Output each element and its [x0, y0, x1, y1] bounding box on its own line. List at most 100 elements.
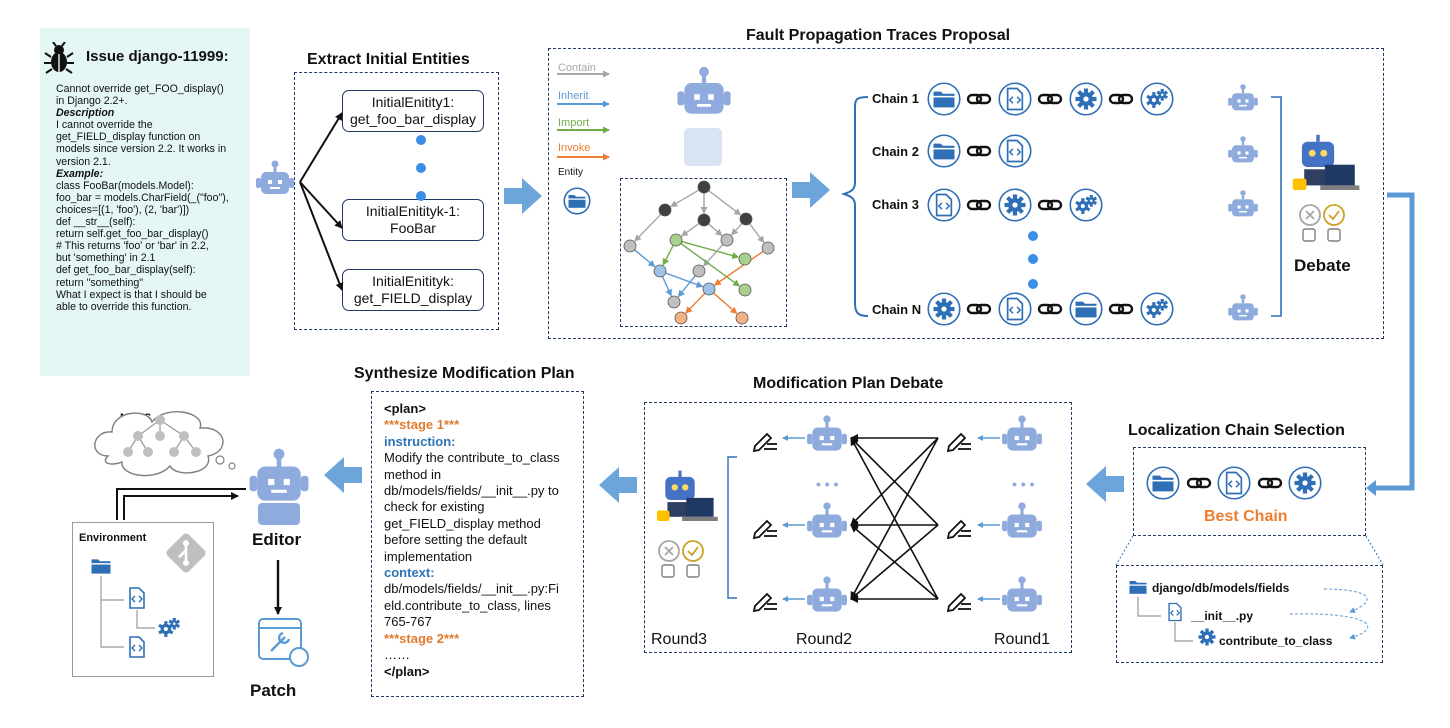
chain-link-icon — [1186, 477, 1212, 489]
folder-line — [91, 563, 111, 565]
plan-line: ***stage 2*** — [384, 630, 460, 646]
chain-link-icon — [1037, 303, 1063, 315]
code-badge — [289, 647, 309, 667]
link-ring — [1046, 303, 1063, 315]
gear-hole — [1151, 97, 1156, 103]
robot-ear — [1228, 149, 1233, 158]
graph-node — [653, 264, 667, 278]
chain-link-icon — [1108, 93, 1134, 105]
tree-node — [179, 431, 189, 441]
chains-brace — [840, 96, 869, 317]
robot-antenna-tip — [823, 502, 831, 510]
plan-line: ***stage 1*** — [384, 417, 460, 433]
entity-1-value: get_foo_bar_display — [349, 111, 477, 127]
chain-link-icon — [966, 145, 992, 157]
robot-eye — [1245, 151, 1249, 155]
folder-body — [1075, 305, 1097, 318]
robot-ear — [1002, 433, 1008, 445]
gears-icon — [1146, 89, 1169, 108]
code-brackets — [131, 595, 143, 603]
robot-head — [1007, 427, 1037, 451]
robot-head — [812, 588, 842, 612]
gear-tooth — [1089, 195, 1093, 200]
file-page — [1225, 471, 1243, 495]
graph-edge — [731, 222, 743, 236]
robot-arm — [656, 510, 670, 521]
debate-robot-laptop-icon — [1292, 134, 1360, 190]
issue-line: What I expect is that I should be — [56, 288, 207, 301]
pen-note-icon — [752, 432, 777, 453]
entity-box-2: InitialEnitityk-1: FooBar — [342, 199, 484, 241]
fault-to-selection-connector — [1376, 192, 1415, 491]
robot-head — [1007, 514, 1037, 538]
graph-edge — [634, 249, 656, 268]
folder-tab — [933, 143, 955, 149]
folder-body — [933, 95, 955, 108]
gear-tooth — [1012, 210, 1018, 216]
chain-robot-icon — [1228, 84, 1258, 111]
folder-line — [1075, 305, 1097, 308]
graph-node — [761, 241, 775, 255]
debate-plan-title: Modification Plan Debate — [753, 375, 944, 392]
ellipsis-dot — [416, 135, 426, 145]
entity-folder-icon — [568, 195, 586, 208]
robot-ear — [1228, 203, 1233, 212]
robot-mouth — [1239, 104, 1247, 107]
gear-tooth — [1205, 641, 1209, 646]
code-brackets — [131, 644, 143, 652]
gear-tooth — [941, 314, 947, 320]
graph-edge — [680, 242, 741, 287]
chain-1-label: Chain 1 — [872, 91, 919, 106]
pen-note-icon — [946, 432, 971, 453]
git-node — [183, 540, 189, 547]
round3-bracket — [727, 456, 737, 599]
folder-body — [1152, 479, 1174, 492]
graph-edge — [665, 272, 704, 288]
plan-line: instruction: — [384, 433, 456, 449]
robot-head — [1232, 93, 1254, 111]
path-function: contribute_to_class — [1219, 634, 1333, 648]
plan-line: db/models/fields/__init__.py:Fi — [384, 581, 559, 597]
robot-ear — [807, 433, 813, 445]
robot-ear — [1228, 307, 1233, 316]
robot-eye — [1014, 596, 1019, 602]
robot-mouth — [1239, 210, 1247, 213]
graph-box — [620, 178, 787, 327]
tree-branch — [1137, 597, 1161, 617]
best-code-file-icon — [1225, 471, 1243, 495]
best-chain-path-box — [1116, 565, 1383, 663]
folder-tab — [1129, 581, 1147, 586]
plus-box — [684, 128, 722, 166]
robot-eye — [1014, 435, 1019, 441]
plan-line: method in — [384, 466, 442, 482]
best-folder-icon — [1152, 475, 1174, 492]
gear-hole — [172, 622, 176, 626]
gear-tooth — [1160, 96, 1164, 101]
folder-icon — [933, 143, 955, 160]
issue-line: def get_foo_bar_display(self): — [56, 264, 196, 277]
robot-antenna-tip — [1018, 576, 1026, 584]
editor-robot-body — [258, 503, 300, 525]
round2-label: Round2 — [796, 631, 853, 648]
graph-edge — [708, 190, 742, 216]
issue-panel: Issue django-11999: Cannot override get_… — [40, 28, 250, 376]
environment-box — [72, 522, 214, 677]
graph-node — [738, 283, 752, 297]
extract-title: Extract Initial Entities — [307, 51, 470, 68]
round1-ellipsis: • • • — [1012, 476, 1035, 492]
code-brackets — [1169, 609, 1181, 616]
issue-line: version 2.1. — [56, 155, 111, 168]
debate-label: Debate — [1294, 256, 1351, 275]
robot-ear — [807, 520, 813, 532]
legend-entity: Entity — [558, 167, 584, 178]
chain-robot-icon — [1228, 294, 1258, 321]
robot-eye — [1320, 149, 1328, 157]
file-page — [1006, 87, 1024, 111]
gear-tooth — [1160, 306, 1164, 311]
env-editor-line — [123, 492, 239, 520]
gear-tooth — [1152, 92, 1156, 97]
ellipsis-dot — [1028, 279, 1038, 289]
link-ring — [1037, 199, 1054, 211]
graph-edge — [708, 223, 723, 237]
